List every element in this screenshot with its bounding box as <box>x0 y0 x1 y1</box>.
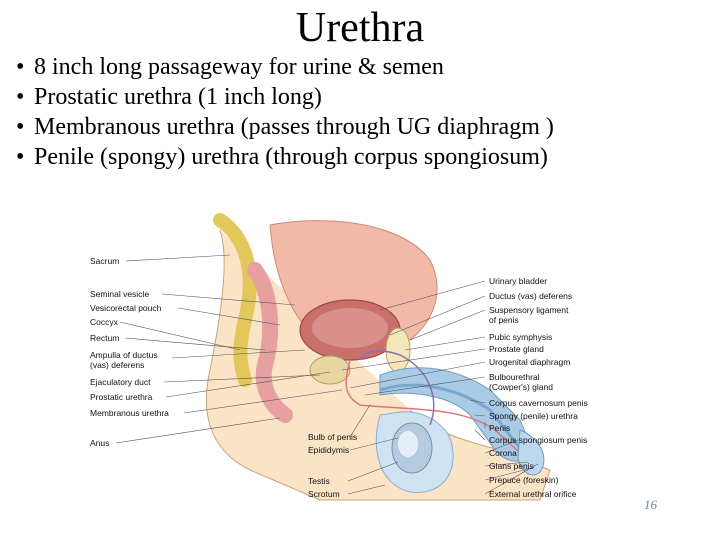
label-anus: Anus <box>90 438 110 448</box>
bullet-marker: • <box>16 114 25 140</box>
bullet-marker: • <box>16 84 25 110</box>
label-sacrum: Sacrum <box>90 256 120 266</box>
label-glans-penis: Glans penis <box>489 461 534 471</box>
label-epididymis: Epididymis <box>308 445 350 455</box>
label-ampulla-cont: (vas) deferens <box>90 360 145 370</box>
label-seminal-vesicle: Seminal vesicle <box>90 289 150 299</box>
label-spongy-urethra: Spongy (penile) urethra <box>489 411 578 421</box>
label-suspensory-ligament: Suspensory ligament <box>489 305 569 315</box>
bullet-text: 8 inch long passageway for urine & semen <box>34 54 444 80</box>
label-membranous-urethra: Membranous urethra <box>90 408 169 418</box>
label-external-urethral-orifice: External urethral orifice <box>489 489 577 499</box>
label-penis: Penis <box>489 423 511 433</box>
label-corpus-spongiosum: Corpus spongiosum penis <box>489 435 588 445</box>
label-corpus-cavernosum: Corpus cavernosum penis <box>489 398 588 408</box>
slide-title: Urethra <box>295 5 425 51</box>
bullet-item: • 8 inch long passageway for urine & seme… <box>16 52 554 82</box>
bullet-list: • 8 inch long passageway for urine & seme… <box>16 52 554 172</box>
bullet-marker: • <box>16 144 25 170</box>
label-bulb-of-penis: Bulb of penis <box>308 432 358 442</box>
label-corona: Corona <box>489 448 517 458</box>
label-urogenital-diaphragm: Urogenital diaphragm <box>489 357 571 367</box>
bullet-item: • Membranous urethra (passes through UG d… <box>16 112 554 142</box>
page-number: 16 <box>644 497 657 512</box>
label-pubic-symphysis: Pubic symphysis <box>489 332 553 342</box>
label-vesicorectal-pouch: Vesicorectal pouch <box>90 303 162 313</box>
label-prepuce: Prepuce (foreskin) <box>489 475 559 485</box>
label-scrotum: Scrotum <box>308 489 340 499</box>
bullet-item: • Penile (spongy) urethra (through corpus… <box>16 142 554 172</box>
label-bulbourethral: Bulbourethral <box>489 372 540 382</box>
label-cowpers-gland: (Cowper's) gland <box>489 382 553 392</box>
label-ampulla: Ampulla of ductus <box>90 350 158 360</box>
label-rectum: Rectum <box>90 333 120 343</box>
label-coccyx: Coccyx <box>90 317 118 327</box>
label-ductus-deferens: Ductus (vas) deferens <box>489 291 573 301</box>
anatomy-figure: Sacrum Seminal vesicle Vesicorectal pouc… <box>80 200 620 510</box>
bullet-text: Membranous urethra (passes through UG di… <box>34 114 554 140</box>
label-ejaculatory-duct: Ejaculatory duct <box>90 377 151 387</box>
label-prostate-gland: Prostate gland <box>489 344 544 354</box>
label-prostatic-urethra: Prostatic urethra <box>90 392 153 402</box>
bullet-text: Penile (spongy) urethra (through corpus … <box>34 144 548 170</box>
label-suspensory-ligament-cont: of penis <box>489 315 519 325</box>
label-urinary-bladder: Urinary bladder <box>489 276 548 286</box>
pelvis-illustration <box>115 213 551 501</box>
bullet-marker: • <box>16 54 25 80</box>
label-testis: Testis <box>308 476 330 486</box>
bullet-text: Prostatic urethra (1 inch long) <box>34 84 322 110</box>
bullet-item: • Prostatic urethra (1 inch long) <box>16 82 554 112</box>
